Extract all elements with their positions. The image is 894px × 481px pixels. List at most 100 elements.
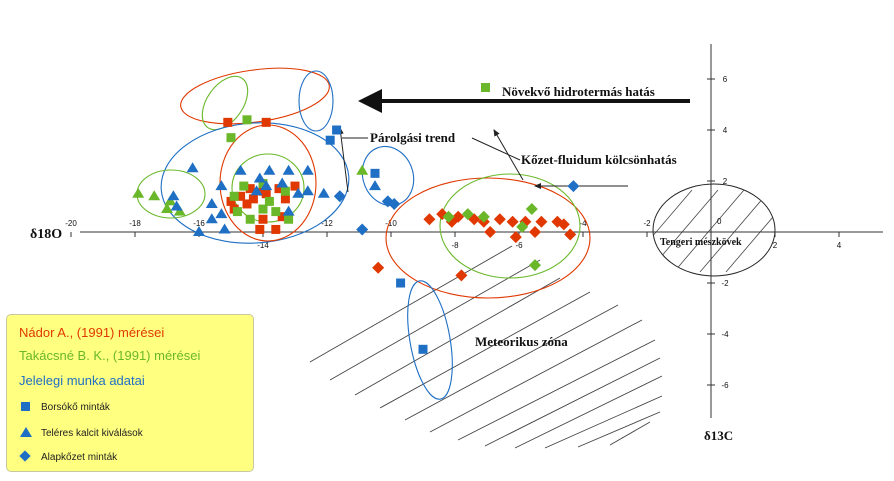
legend: Nádor A., (1991) mérései Takácsné B. K.,…	[6, 314, 254, 472]
data-point-triangle	[164, 195, 177, 206]
origin-label: 0	[717, 217, 722, 226]
group-ellipse	[407, 280, 453, 400]
data-point-triangle	[301, 164, 314, 175]
x-tick-label: -14	[257, 241, 269, 250]
data-point-square	[248, 194, 258, 204]
legend-teleres-label: Teléres kalcit kiválások	[41, 427, 143, 439]
group-ellipse	[160, 122, 350, 244]
data-point-triangle	[317, 187, 330, 198]
group-ellipse	[439, 173, 581, 279]
marine-label: Tengeri mészkövek	[660, 237, 742, 248]
data-point-square	[236, 191, 246, 201]
data-point-triangle	[292, 187, 305, 198]
legend-item-teleres: Teléres kalcit kiválások	[19, 427, 143, 439]
data-point-triangle	[161, 203, 173, 214]
data-point-diamond	[477, 210, 490, 223]
data-point-square	[271, 224, 281, 234]
data-point-square	[258, 204, 268, 214]
data-point-square	[284, 214, 294, 224]
marine-hatch-line	[653, 189, 693, 273]
data-point-diamond	[529, 259, 541, 272]
data-point-triangle	[218, 223, 231, 234]
x-tick-label: -12	[321, 219, 333, 228]
data-point-triangle	[282, 205, 295, 216]
data-point-square	[325, 135, 335, 145]
data-point-triangle	[282, 164, 295, 175]
data-point-diamond	[564, 228, 577, 241]
y-tick-label: -2	[721, 279, 729, 288]
evaporation-label: Párolgási trend	[370, 130, 456, 145]
y-tick-label: -4	[721, 330, 729, 339]
meteoric-hatch-line	[457, 339, 656, 441]
legend-nador: Nádor A., (1991) mérései	[19, 325, 165, 340]
x-tick-label: -16	[193, 219, 205, 228]
data-point-square	[258, 214, 268, 224]
data-point-triangle	[215, 180, 228, 191]
group-ellipse	[298, 70, 334, 132]
x-tick-label: -10	[385, 219, 397, 228]
meteoric-hatch-line	[429, 319, 643, 433]
data-point-triangle	[253, 172, 266, 183]
data-point-square	[229, 191, 239, 201]
legend-alapkozet-label: Alapkőzet minták	[41, 451, 118, 463]
data-point-square	[261, 189, 271, 199]
data-point-diamond	[442, 210, 455, 223]
data-point-diamond	[525, 203, 538, 216]
data-point-diamond	[461, 208, 474, 221]
x-tick-label: 4	[837, 241, 842, 250]
data-point-square	[258, 179, 268, 189]
data-point-triangle	[148, 190, 161, 201]
x-tick-label: -20	[65, 219, 77, 228]
data-point-square	[223, 117, 233, 127]
data-point-diamond	[516, 220, 529, 233]
annotation-layer	[337, 83, 690, 193]
legend-jelen: Jelelegi munka adatai	[19, 373, 145, 388]
data-point-diamond	[567, 180, 580, 193]
data-point-square	[274, 184, 284, 194]
data-point-square	[242, 199, 252, 209]
x-tick-label: 2	[773, 241, 778, 250]
x-tick-label: -6	[515, 241, 523, 250]
legend-takacsne: Takácsné B. K., (1991) mérései	[19, 348, 201, 363]
group-ellipse	[231, 153, 305, 223]
data-point-square	[226, 196, 236, 206]
group-ellipse	[385, 177, 591, 299]
data-point-square	[242, 115, 252, 125]
group-ellipse	[201, 75, 249, 131]
data-point-square	[280, 186, 290, 196]
data-point-square	[261, 117, 271, 127]
meteoric-label: Meteorikus zóna	[475, 334, 568, 349]
data-point-triangle	[170, 200, 183, 211]
data-point-triangle	[276, 177, 289, 188]
data-point-square	[245, 214, 255, 224]
data-point-triangle	[173, 205, 186, 216]
marine-limestone-ellipse	[652, 183, 776, 277]
data-point-square	[232, 207, 242, 217]
group-ellipse	[219, 124, 317, 242]
data-point-square	[370, 168, 380, 178]
data-point-diamond	[506, 215, 519, 228]
data-point-triangle	[205, 197, 218, 208]
meteoric-hatch-line	[379, 291, 591, 409]
meteoric-hatch-line	[514, 375, 663, 449]
meteoric-hatch-line	[404, 304, 619, 421]
data-point-triangle	[356, 164, 369, 175]
data-point-square	[280, 194, 290, 204]
diamond-marker-icon	[19, 450, 33, 463]
data-point-square	[226, 133, 236, 143]
data-point-triangle	[260, 180, 273, 191]
legend-item-borso: Borsókő minták	[19, 401, 110, 413]
meteoric-hatch-line	[544, 395, 663, 449]
square-marker-icon	[19, 401, 33, 413]
data-point-square	[239, 181, 249, 191]
data-point-square	[264, 196, 274, 206]
rock-fluid-label: Kőzet-fluidum kölcsönhatás	[521, 152, 677, 167]
data-points	[132, 115, 580, 354]
data-point-diamond	[423, 213, 436, 226]
triangle-marker-icon	[19, 427, 33, 439]
data-point-triangle	[301, 185, 314, 196]
data-point-triangle	[215, 208, 228, 219]
